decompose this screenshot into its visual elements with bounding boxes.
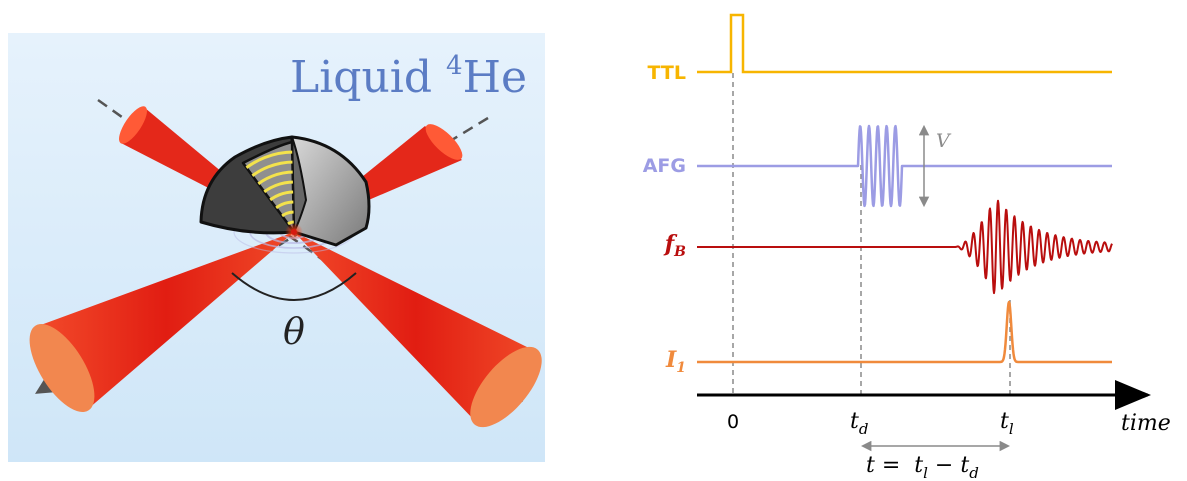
title-he: He bbox=[463, 52, 527, 103]
delay-b-sub: d bbox=[969, 464, 979, 481]
tick-label-tl: tl bbox=[1000, 409, 1014, 438]
delay-lhs: t bbox=[866, 453, 875, 478]
delay-eq: = bbox=[875, 453, 914, 478]
focus-point bbox=[291, 229, 297, 235]
signal-label-i1: I1 bbox=[665, 347, 686, 376]
title-superscript-4: 4 bbox=[446, 51, 463, 81]
i1-sub: 1 bbox=[676, 360, 686, 376]
i1-main: I bbox=[665, 347, 677, 373]
cutaway-sphere bbox=[199, 135, 371, 247]
delay-a-sub: l bbox=[923, 464, 928, 481]
td-sub: d bbox=[859, 420, 869, 438]
tl-sub: l bbox=[1009, 420, 1014, 438]
tick-label-zero: 0 bbox=[727, 411, 739, 433]
signal-trace-fb bbox=[697, 199, 1113, 295]
delay-a-main: t bbox=[914, 453, 923, 478]
laser-beam-upper-left-end bbox=[119, 106, 147, 144]
delay-formula: t = tl − td bbox=[866, 453, 979, 481]
helium-experiment-illustration: θ Liquid 4He bbox=[8, 33, 545, 462]
delay-b-main: t bbox=[960, 453, 969, 478]
signal-label-ttl: TTL bbox=[648, 62, 686, 84]
time-axis-label: time bbox=[1121, 411, 1171, 436]
illustration-title: Liquid 4He bbox=[290, 51, 527, 103]
laser-beam-lower-left bbox=[38, 232, 294, 409]
signal-label-afg: AFG bbox=[643, 155, 686, 177]
beam-axis-dashed-1 bbox=[97, 98, 523, 403]
signal-label-fb: fB bbox=[663, 231, 686, 260]
td-main: t bbox=[850, 409, 859, 434]
signal-trace-afg bbox=[697, 124, 1112, 208]
title-liquid: Liquid bbox=[290, 52, 446, 103]
tl-main: t bbox=[1000, 409, 1009, 434]
laser-beam-upper-right-end bbox=[425, 124, 463, 160]
laser-beam-lower-right bbox=[294, 232, 537, 422]
sphere-right-cut-face bbox=[291, 136, 308, 233]
sphere-right-shell bbox=[290, 135, 371, 247]
signal-trace-ttl bbox=[697, 13, 1112, 74]
tick-label-td: td bbox=[850, 409, 868, 438]
angle-arc bbox=[231, 272, 357, 301]
laser-beam-lower-left-end bbox=[29, 324, 95, 412]
amplitude-label-v: V bbox=[936, 130, 952, 152]
laser-beam-lower-right-end bbox=[470, 346, 542, 428]
fb-sub: B bbox=[673, 244, 686, 260]
angle-theta-label: θ bbox=[283, 312, 305, 353]
fb-main: f bbox=[663, 231, 678, 257]
timing-diagram: TTL AFG V fB I1 time 0 td tl t = tl − td bbox=[643, 13, 1171, 481]
delay-minus: − bbox=[928, 453, 960, 478]
signal-trace-i1 bbox=[696, 300, 1113, 364]
